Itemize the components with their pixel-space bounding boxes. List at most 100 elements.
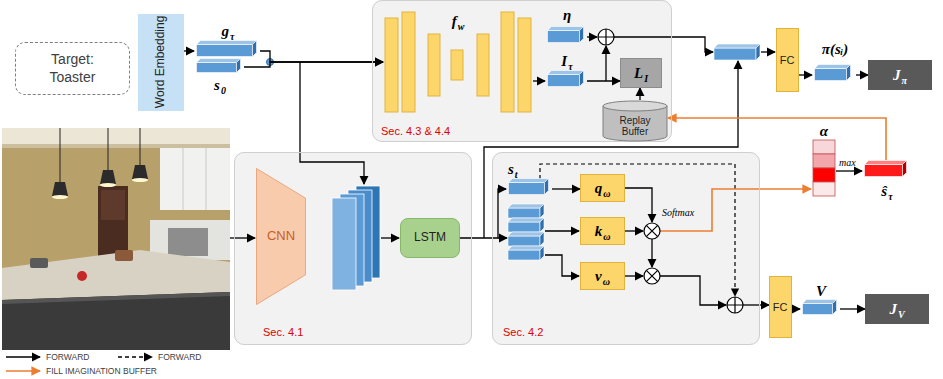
kitchen-photo: [168, 228, 208, 256]
connector: [533, 80, 545, 81]
box-body: Target: Toaster: [16, 43, 129, 94]
connector: [840, 308, 865, 309]
unet-layer: [385, 18, 398, 112]
fc-layer: FC: [769, 276, 792, 338]
feature-stack: [508, 204, 544, 208]
feature-vector: [547, 70, 585, 88]
node-text: FC: [773, 301, 788, 313]
operator-symbol: [727, 297, 743, 313]
box-body: FC: [777, 29, 798, 91]
vector-front: [803, 304, 833, 315]
subscript: ω: [603, 231, 610, 242]
connector: [836, 170, 862, 171]
wire: [300, 62, 364, 184]
legend-swatch: [6, 356, 40, 357]
text-line: Jπ: [893, 68, 907, 83]
vector-side: [545, 179, 549, 195]
kitchen-photo: [132, 165, 148, 179]
feature-stack: [540, 232, 544, 246]
value-box: vω: [580, 262, 625, 290]
goal-vector: gτ: [194, 22, 260, 58]
node-text: π(sᵢ): [822, 41, 849, 57]
node-text: Replay Buffer: [619, 115, 650, 138]
wire: [498, 237, 507, 238]
node-text: CNN: [267, 228, 295, 243]
concat-vector: [714, 48, 756, 60]
connector: [587, 80, 620, 81]
vector-label: π(sᵢ): [814, 40, 856, 58]
section-panel: Sec. 4.1CNNLSTM: [234, 152, 472, 345]
subscript: τ: [230, 31, 234, 42]
kitchen-photo: [115, 250, 133, 261]
embedding-box: Word Embedding: [138, 14, 184, 111]
operator-label: Softmax: [662, 207, 694, 218]
recurrent-wire: [540, 164, 735, 296]
legend-swatch: [6, 370, 40, 372]
feature-vector: [864, 160, 908, 178]
legend-text: FILL IMAGINATION BUFFER: [46, 366, 157, 376]
kitchen-photo: [60, 128, 140, 182]
weight-cell: [813, 182, 835, 196]
subscript: π: [902, 75, 907, 86]
imagined-vector: Iτ: [545, 52, 587, 88]
vector-front: [197, 45, 253, 57]
text-line: st: [508, 162, 518, 177]
node-text: s: [214, 77, 220, 93]
cnn-block: CNN: [256, 168, 306, 305]
connector: [856, 74, 868, 75]
connector: [792, 308, 801, 309]
vector-side: [847, 65, 851, 81]
vector-top: [548, 71, 584, 75]
wire: [545, 230, 579, 231]
vector-top: [197, 59, 241, 63]
box-body: Replay Buffer: [602, 100, 668, 142]
wire: [587, 36, 597, 37]
connector: [799, 74, 813, 75]
feature-stack: [332, 198, 356, 290]
kitchen-photo: [2, 128, 230, 144]
text-line: V: [816, 284, 826, 299]
operator-symbol: [646, 270, 657, 281]
feature-stack: [540, 246, 544, 260]
kitchen-photo: [2, 292, 230, 350]
legend-swatch: [118, 356, 152, 357]
text-line: Word Embedding: [154, 16, 168, 109]
wire: [381, 237, 399, 238]
kitchen-photo: [2, 292, 230, 304]
recurrent-wire: [540, 164, 735, 296]
vector-front: [548, 31, 580, 43]
kitchen-photo: [160, 148, 230, 210]
concat-vector: [756, 44, 760, 60]
legend-text: FORWARD: [158, 352, 201, 362]
feature-vector: [547, 26, 585, 44]
wire: [625, 275, 643, 276]
fc-layer: FC: [776, 28, 799, 92]
vector-front: [197, 63, 237, 73]
node-text: α: [820, 123, 828, 139]
node-text: Word Embedding: [153, 16, 167, 109]
kitchen-photo: [101, 190, 125, 220]
panel-fill: [372, 0, 672, 142]
text-line: kω: [595, 224, 611, 239]
objective-box: Jπ: [868, 60, 932, 90]
node-text: η: [563, 7, 571, 23]
kitchen-photo: [52, 182, 68, 196]
text-line: FC: [780, 54, 795, 67]
subscript: ω: [603, 276, 610, 287]
wire: [761, 51, 775, 52]
subscript: V: [898, 309, 905, 320]
weight-cell: [813, 140, 835, 154]
state-vector: s0: [194, 58, 244, 94]
text-line: π(sᵢ): [822, 42, 849, 57]
legend-text: FORWARD: [46, 352, 89, 362]
node-text: J: [889, 301, 897, 317]
box-body: Word Embedding: [138, 14, 184, 111]
vector-label: Iτ: [547, 52, 587, 70]
feature-stack: [508, 232, 544, 236]
attention-weights: α: [812, 122, 836, 198]
subscript: ω: [603, 188, 610, 199]
query-box: qω: [580, 174, 625, 202]
network-label: fw: [383, 12, 533, 30]
kitchen-photo: [52, 195, 68, 199]
kitchen-photo: [132, 178, 148, 182]
